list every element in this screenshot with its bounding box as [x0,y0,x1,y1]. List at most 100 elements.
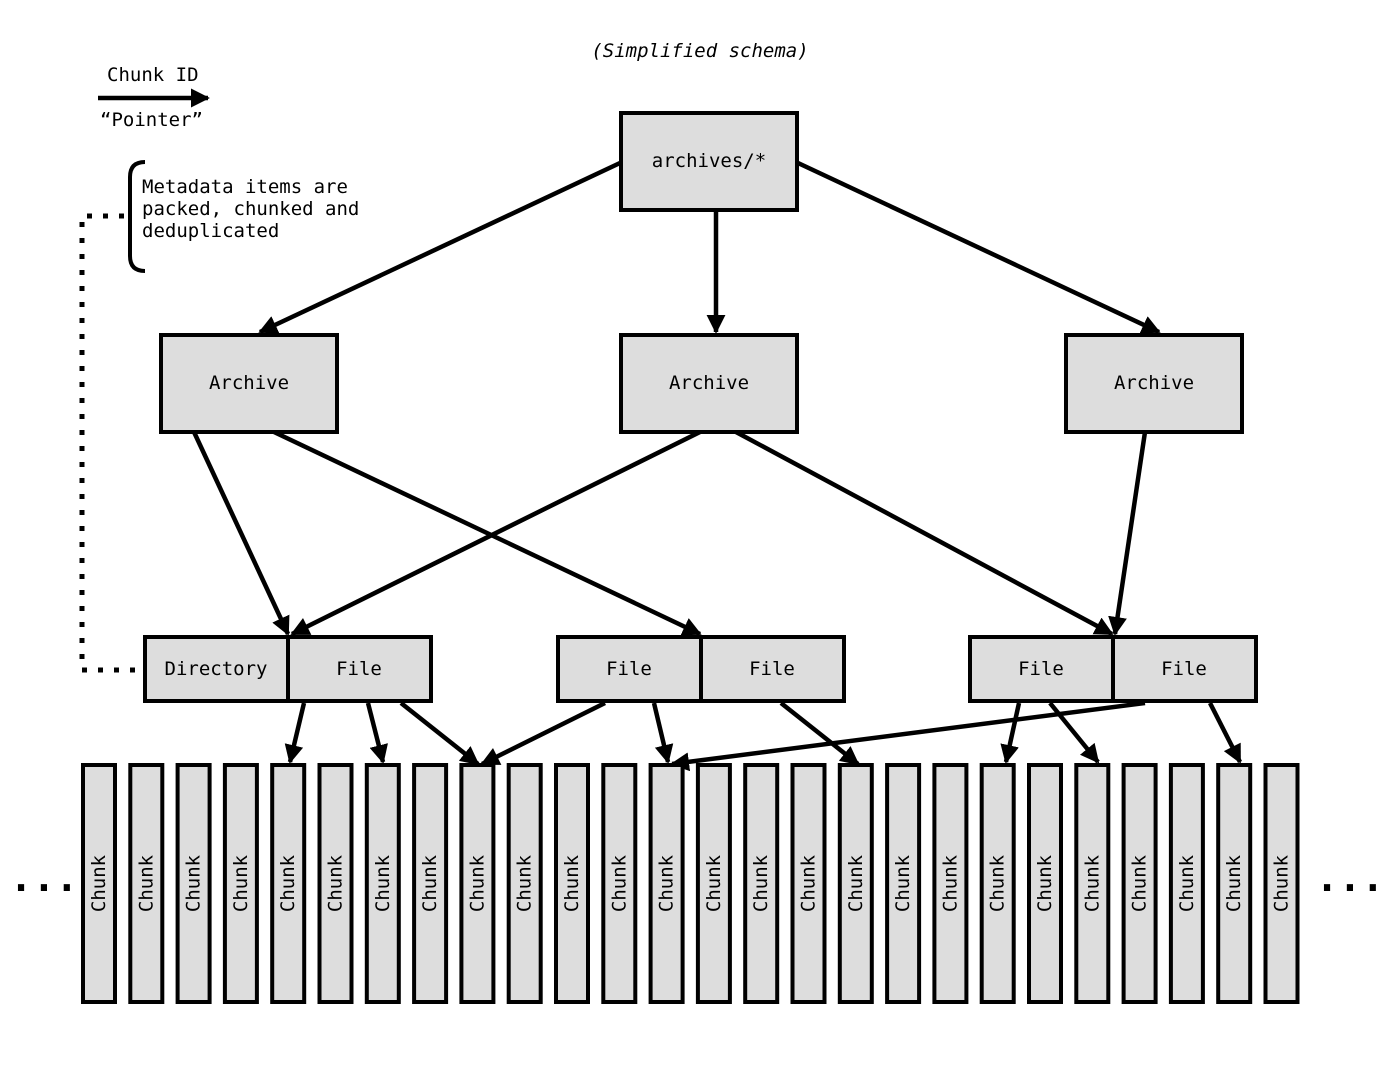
chunk-block: Chunk [1168,763,1205,1004]
chunk-label: Chunk [1176,854,1198,912]
edge-file-chunk [399,701,480,766]
file-label: File [749,658,795,680]
chunk-box [412,763,449,1004]
archive-box [619,333,799,434]
chunk-label: Chunk [939,854,961,912]
file-box [286,635,433,703]
archive-label: Archive [1114,372,1194,394]
chunk-label: Chunk [466,854,488,912]
archive-node-2: Archive [619,333,799,434]
edge-file-chunk [1000,702,1022,764]
chunk-box [506,763,543,1004]
chunk-label: Chunk [514,854,536,912]
note-line-3: deduplicated [142,220,279,242]
chunk-label: Chunk [325,854,347,912]
chunk-block: Chunk [932,763,969,1004]
directory-label: Directory [165,658,268,680]
chunk-label: Chunk [561,854,583,912]
legend-pointer-label: “Pointer” [100,109,203,131]
chunk-box [837,763,874,1004]
chunk-box [1027,763,1063,1004]
chunk-block: Chunk [695,763,732,1004]
chunk-box [885,763,922,1004]
chunk-block: Chunk [317,763,354,1004]
chunk-label: Chunk [1129,854,1151,912]
file-label: File [1161,658,1207,680]
chunk-block: Chunk [1121,763,1158,1004]
chunk-box [364,763,401,1004]
edge-archive2-file [734,430,1114,636]
chunk-label: Chunk [183,854,205,912]
chunk-box [317,763,354,1004]
chunk-label: Chunk [419,854,441,912]
chunk-block: Chunk [1027,763,1063,1004]
legend: Chunk ID “Pointer” [98,64,210,131]
chunk-block: Chunk [128,763,165,1004]
chunk-ellipsis-left: ... [10,856,79,900]
chunk-label: Chunk [135,854,157,912]
chunk-label: Chunk [608,854,630,912]
edge-file-chunk [651,702,674,764]
edge-root-archive-3 [797,160,1161,335]
chunk-label: Chunk [987,854,1009,912]
archive-label: Archive [669,372,749,394]
chunk-block: Chunk [270,763,307,1004]
chunk-box [1216,763,1253,1004]
chunk-box [175,763,212,1004]
archive-node-3: Archive [1064,333,1244,434]
chunk-block: Chunk [743,763,780,1004]
chunk-box [270,763,307,1004]
file-box [1111,635,1258,703]
chunk-label: Chunk [230,854,252,912]
chunk-block: Chunk [1263,763,1300,1004]
edge-file-chunk [480,700,606,767]
chunk-block: Chunk [364,763,401,1004]
file-label: File [606,658,652,680]
directory-box [143,635,290,703]
chunk-label: Chunk [750,854,772,912]
edge-archive1-file [273,429,702,637]
edge-archive3-file [1108,431,1148,636]
chunk-box [979,763,1016,1004]
diagram-title: (Simplified schema) [591,40,808,62]
root-label: archives/* [652,150,766,172]
item-group-3: File File [968,635,1258,703]
item-group-2: File File [556,635,846,703]
chunk-box [932,763,969,1004]
chunk-box [1263,763,1300,1004]
chunk-box [459,763,496,1004]
chunk-box [222,763,259,1004]
metadata-note: Metadata items are packed, chunked and d… [128,160,359,273]
edge-file-chunk [365,702,388,764]
chunk-block: Chunk [175,763,212,1004]
note-line-1: Metadata items are [142,176,348,198]
chunk-block: Chunk [506,763,543,1004]
chunk-label: Chunk [703,854,725,912]
edge-archive1-directory [191,431,291,636]
chunk-box [128,763,165,1004]
chunk-block: Chunk [412,763,449,1004]
chunk-box [601,763,638,1004]
note-brace [128,160,146,273]
chunk-block: Chunk [222,763,259,1004]
chunk-box [81,763,117,1004]
edge-root-archive-1 [258,160,621,335]
chunk-label: Chunk [892,854,914,912]
file-box [968,635,1115,703]
dotted-metadata-connector [79,213,145,673]
chunk-label: Chunk [1081,854,1103,912]
edge-file-chunk [1207,701,1243,764]
chunk-label: Chunk [845,854,867,912]
file-box [699,635,846,703]
chunk-box [648,763,685,1004]
chunk-box [554,763,590,1004]
chunk-box [743,763,780,1004]
edge-file-chunk [284,702,307,764]
archive-box [159,333,339,434]
chunk-block: Chunk [554,763,590,1004]
archive-node-1: Archive [159,333,339,434]
chunk-box [1121,763,1158,1004]
chunk-label: Chunk [1223,854,1245,912]
chunk-block: Chunk [648,763,685,1004]
